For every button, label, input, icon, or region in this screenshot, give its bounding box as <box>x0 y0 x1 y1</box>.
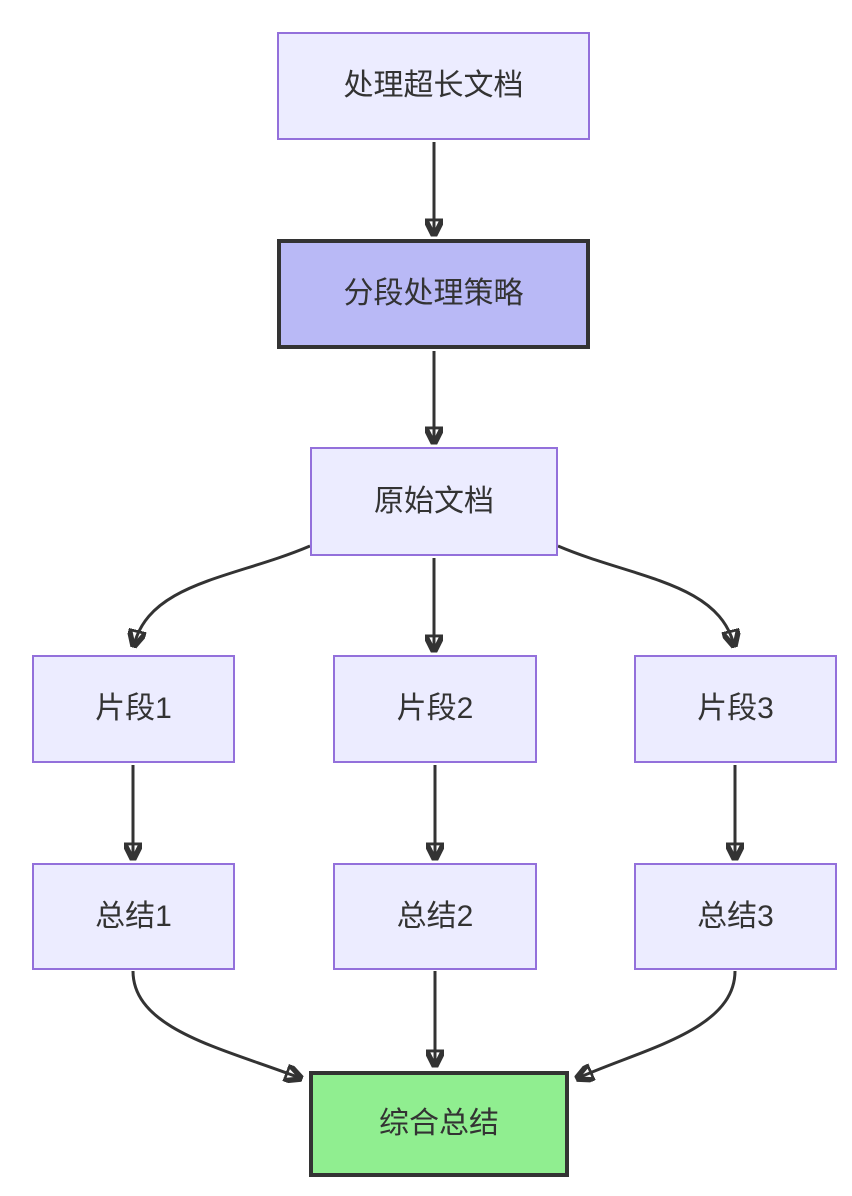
node-original-document: 原始文档 <box>310 447 558 556</box>
node-summary-2: 总结2 <box>333 863 537 970</box>
node-label: 总结3 <box>697 899 774 933</box>
node-process-long-document: 处理超长文档 <box>277 32 590 140</box>
node-label: 总结2 <box>396 899 474 933</box>
edge-summary-1-to-final <box>131 970 300 1078</box>
node-label: 片段2 <box>396 692 474 725</box>
edge-summary-3-to-final <box>578 970 737 1078</box>
node-final-summary: 综合总结 <box>309 1071 569 1177</box>
node-label: 总结1 <box>95 899 172 933</box>
node-label: 原始文档 <box>374 484 494 518</box>
node-label: 片段3 <box>697 692 774 725</box>
node-fragment-2: 片段2 <box>333 655 537 763</box>
node-label: 处理超长文档 <box>343 69 524 102</box>
node-summary-1: 总结1 <box>32 863 235 970</box>
node-fragment-3: 片段3 <box>634 655 837 763</box>
node-fragment-1: 片段1 <box>32 655 235 763</box>
node-label: 分段处理策略 <box>343 277 524 310</box>
edge-original-to-fragment-1 <box>134 544 311 645</box>
node-segmentation-strategy: 分段处理策略 <box>277 239 590 349</box>
node-label: 综合总结 <box>379 1107 499 1140</box>
node-label: 片段1 <box>95 692 172 725</box>
edge-original-to-fragment-3 <box>557 544 734 645</box>
node-summary-3: 总结3 <box>634 863 837 970</box>
